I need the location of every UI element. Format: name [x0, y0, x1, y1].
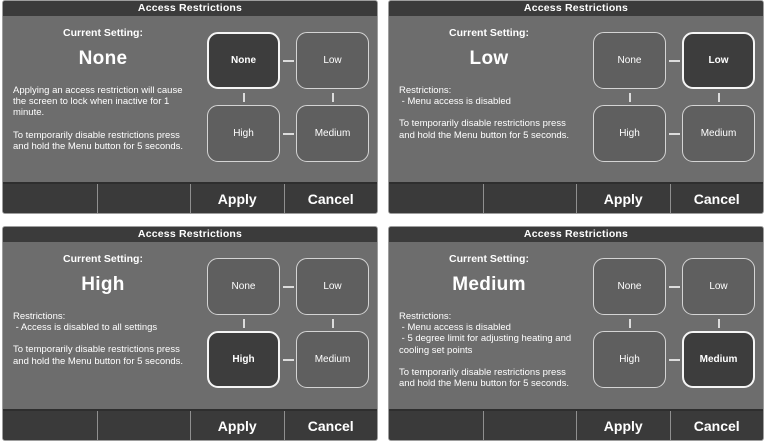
current-setting-value: Low — [469, 48, 509, 69]
option-button-medium[interactable]: Medium — [682, 105, 755, 162]
option-button-high[interactable]: High — [207, 331, 280, 388]
options-column: None Low High Medium — [199, 16, 377, 182]
options-column: None Low High Medium — [585, 16, 763, 182]
panel-body: Current Setting: None Applying an access… — [3, 16, 377, 182]
description-text: Restrictions: - Access is disabled to al… — [13, 311, 184, 367]
connector-horizontal — [282, 132, 294, 135]
option-button-medium[interactable]: Medium — [296, 331, 369, 388]
connector-horizontal — [668, 285, 680, 288]
description-text: Restrictions: - Menu access is disabled … — [399, 311, 574, 390]
description-text: Applying an access restriction will caus… — [13, 85, 186, 152]
apply-button[interactable]: Apply — [190, 184, 284, 213]
cancel-button[interactable]: Cancel — [283, 184, 378, 213]
connector-vertical — [242, 92, 245, 102]
footer-bar: Apply Cancel — [3, 182, 377, 213]
connector-vertical — [628, 318, 631, 328]
connector-horizontal — [282, 285, 294, 288]
connector-horizontal — [668, 132, 680, 135]
footer-cell-empty — [389, 411, 483, 440]
option-button-none[interactable]: None — [593, 32, 666, 89]
connector-vertical — [717, 92, 720, 102]
current-setting-value: Medium — [452, 274, 526, 295]
apply-button[interactable]: Apply — [576, 411, 670, 440]
cancel-button[interactable]: Cancel — [669, 184, 764, 213]
footer-cell-empty — [96, 411, 191, 440]
footer-cell-empty — [389, 184, 483, 213]
cancel-button[interactable]: Cancel — [283, 411, 378, 440]
option-button-low[interactable]: Low — [682, 258, 755, 315]
connector-vertical — [331, 318, 334, 328]
panel-title: Access Restrictions — [3, 1, 377, 16]
footer-cell-empty — [96, 184, 191, 213]
current-setting-label: Current Setting: — [63, 253, 143, 265]
access-restrictions-panel: Access Restrictions Current Setting: Non… — [2, 0, 378, 214]
option-button-medium[interactable]: Medium — [682, 331, 755, 388]
option-button-low[interactable]: Low — [296, 32, 369, 89]
connector-vertical — [242, 318, 245, 328]
info-column: Current Setting: Low Restrictions: - Men… — [389, 16, 585, 182]
current-setting-label: Current Setting: — [63, 27, 143, 39]
panel-title: Access Restrictions — [3, 227, 377, 242]
cancel-button[interactable]: Cancel — [669, 411, 764, 440]
option-button-high[interactable]: High — [593, 105, 666, 162]
footer-cell-empty — [3, 411, 97, 440]
panel-title: Access Restrictions — [389, 1, 763, 16]
footer-cell-empty — [482, 411, 577, 440]
current-setting-label: Current Setting: — [449, 27, 529, 39]
footer-cell-empty — [3, 184, 97, 213]
info-column: Current Setting: Medium Restrictions: - … — [389, 242, 585, 409]
option-button-none[interactable]: None — [593, 258, 666, 315]
current-setting-label: Current Setting: — [449, 253, 529, 265]
option-button-low[interactable]: Low — [682, 32, 755, 89]
footer-bar: Apply Cancel — [3, 409, 377, 440]
connector-vertical — [628, 92, 631, 102]
access-restrictions-panel: Access Restrictions Current Setting: Med… — [388, 226, 764, 441]
connector-horizontal — [282, 358, 294, 361]
footer-bar: Apply Cancel — [389, 182, 763, 213]
access-restrictions-panel: Access Restrictions Current Setting: Hig… — [2, 226, 378, 441]
panel-body: Current Setting: Low Restrictions: - Men… — [389, 16, 763, 182]
options-column: None Low High Medium — [585, 242, 763, 409]
panel-body: Current Setting: Medium Restrictions: - … — [389, 242, 763, 409]
apply-button[interactable]: Apply — [576, 184, 670, 213]
options-grid: None Low High Medium — [593, 258, 755, 409]
connector-horizontal — [282, 59, 294, 62]
options-column: None Low High Medium — [199, 242, 377, 409]
apply-button[interactable]: Apply — [190, 411, 284, 440]
connector-vertical — [331, 92, 334, 102]
footer-bar: Apply Cancel — [389, 409, 763, 440]
info-column: Current Setting: None Applying an access… — [3, 16, 199, 182]
option-button-none[interactable]: None — [207, 258, 280, 315]
option-button-medium[interactable]: Medium — [296, 105, 369, 162]
info-column: Current Setting: High Restrictions: - Ac… — [3, 242, 199, 409]
option-button-high[interactable]: High — [593, 331, 666, 388]
connector-horizontal — [668, 59, 680, 62]
option-button-none[interactable]: None — [207, 32, 280, 89]
connector-horizontal — [668, 358, 680, 361]
options-grid: None Low High Medium — [207, 32, 369, 182]
options-grid: None Low High Medium — [593, 32, 755, 182]
footer-cell-empty — [482, 184, 577, 213]
panel-title: Access Restrictions — [389, 227, 763, 242]
option-button-high[interactable]: High — [207, 105, 280, 162]
current-setting-value: High — [81, 274, 125, 295]
access-restrictions-panel: Access Restrictions Current Setting: Low… — [388, 0, 764, 214]
current-setting-value: None — [78, 48, 128, 69]
panel-body: Current Setting: High Restrictions: - Ac… — [3, 242, 377, 409]
option-button-low[interactable]: Low — [296, 258, 369, 315]
options-grid: None Low High Medium — [207, 258, 369, 409]
connector-vertical — [717, 318, 720, 328]
